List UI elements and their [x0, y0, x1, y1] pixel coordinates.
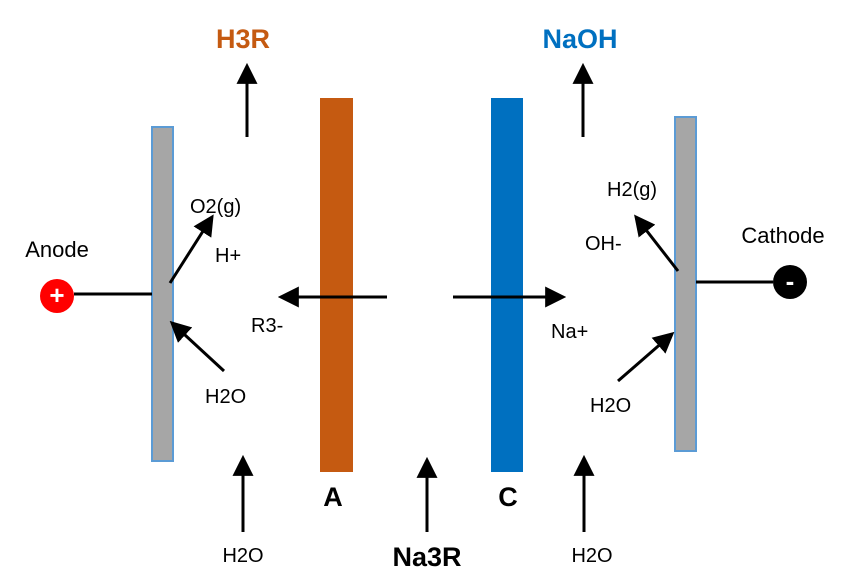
cathode-minus-icon: [773, 265, 807, 299]
right-water-label: H2O: [571, 545, 612, 567]
anion-exchange-membrane: [320, 98, 353, 472]
cathode-water-arrow: [617, 331, 675, 383]
membrane-c-label: C: [498, 482, 518, 512]
cathode-sign: -: [786, 266, 795, 296]
h3r-product-label: H3R: [216, 24, 270, 54]
hydroxide-label: OH-: [585, 233, 622, 255]
oxygen-gas-label: O2(g): [190, 196, 241, 218]
anode-plus-icon: [40, 279, 74, 313]
anode-water-label: H2O: [205, 386, 246, 408]
naoh-product-label: NaOH: [542, 24, 617, 54]
oxygen-evolution-arrow: [168, 214, 214, 284]
cathode-electrode: [674, 116, 697, 452]
cation-label: Na+: [551, 321, 588, 343]
feed-label: Na3R: [392, 542, 461, 572]
hydrogen-evolution-arrow: [634, 214, 680, 272]
anode-water-arrow: [169, 320, 226, 373]
anode-label: Anode: [25, 237, 89, 262]
cathode-water-label: H2O: [590, 395, 631, 417]
cation-exchange-membrane: [491, 98, 523, 472]
left-water-label: H2O: [222, 545, 263, 567]
membrane-a-label: A: [323, 482, 343, 512]
hydrogen-gas-label: H2(g): [607, 179, 657, 201]
anode-sign: +: [49, 280, 64, 310]
anode-electrode: [151, 126, 174, 462]
cathode-label: Cathode: [741, 223, 824, 248]
anion-label: R3-: [251, 315, 283, 337]
proton-label: H+: [215, 245, 241, 267]
